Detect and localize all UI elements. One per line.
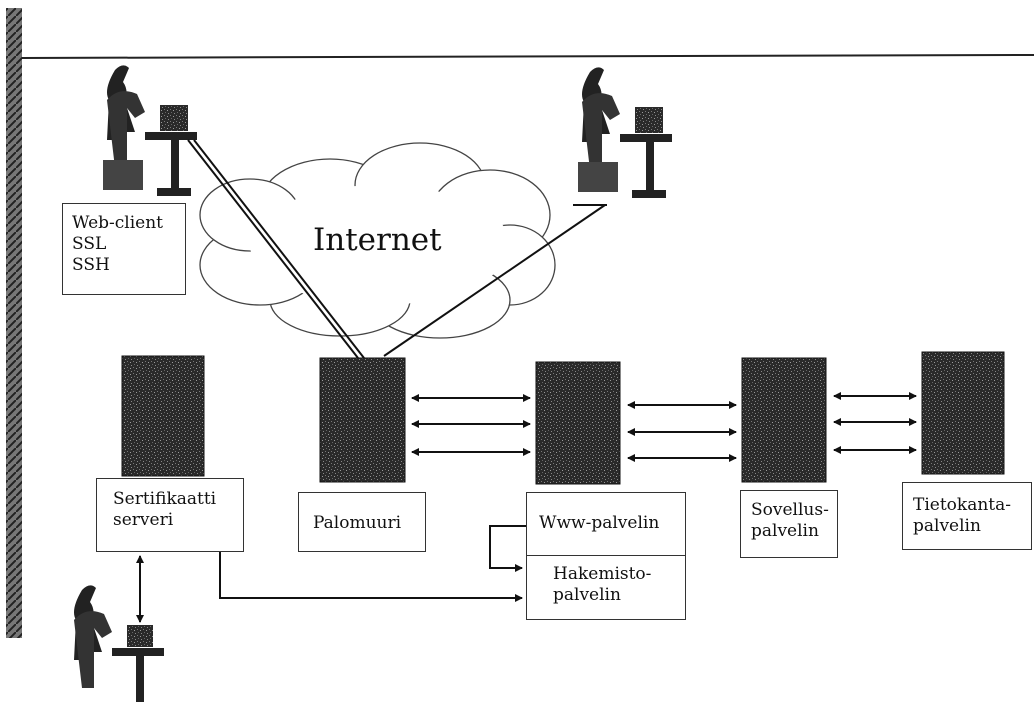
web-client-box: Web-client SSL SSH — [62, 203, 186, 295]
remote-workstation-icon — [578, 67, 672, 198]
directory-server-line-2: palvelin — [553, 585, 621, 605]
link-client-firewall-2 — [193, 139, 365, 359]
client-line-3: SSH — [72, 255, 110, 275]
www-server-label: Www-palvelin — [539, 513, 660, 533]
firewall-server-icon — [319, 357, 406, 483]
database-server-line-1: Tietokanta- — [913, 495, 1011, 515]
client-line-1: Web-client — [72, 213, 164, 233]
directory-server-line-1: Hakemisto- — [553, 564, 652, 584]
firewall-box: Palomuuri — [298, 492, 426, 552]
www-server-box: Www-palvelin — [526, 492, 686, 556]
top-rule — [21, 54, 1034, 59]
application-server-line-2: palvelin — [751, 521, 819, 541]
certificate-server-icon — [121, 355, 205, 477]
application-server-line-1: Sovellus- — [751, 500, 829, 520]
www-server-icon — [535, 361, 621, 485]
database-server-icon — [921, 351, 1005, 475]
admin-workstation-icon — [74, 585, 164, 702]
certificate-server-line-2: serveri — [113, 510, 174, 530]
application-server-box: Sovellus- palvelin — [740, 490, 838, 558]
left-border-strip — [6, 8, 22, 638]
client-line-2: SSL — [72, 234, 107, 254]
link-remote-firewall — [383, 204, 606, 357]
database-server-box: Tietokanta- palvelin — [902, 482, 1032, 550]
link-cert-directory — [219, 552, 523, 602]
certificate-server-line-1: Sertifikaatti — [113, 489, 217, 509]
internet-label: Internet — [313, 222, 442, 258]
directory-server-box: Hakemisto- palvelin — [526, 555, 686, 620]
link-www-directory — [489, 525, 526, 572]
firewall-label: Palomuuri — [313, 513, 402, 533]
link-client-firewall-1 — [187, 139, 359, 359]
database-server-line-2: palvelin — [913, 516, 981, 536]
web-client-workstation-icon — [103, 65, 197, 196]
application-server-icon — [741, 357, 827, 483]
certificate-server-box: Sertifikaatti serveri — [96, 478, 244, 552]
